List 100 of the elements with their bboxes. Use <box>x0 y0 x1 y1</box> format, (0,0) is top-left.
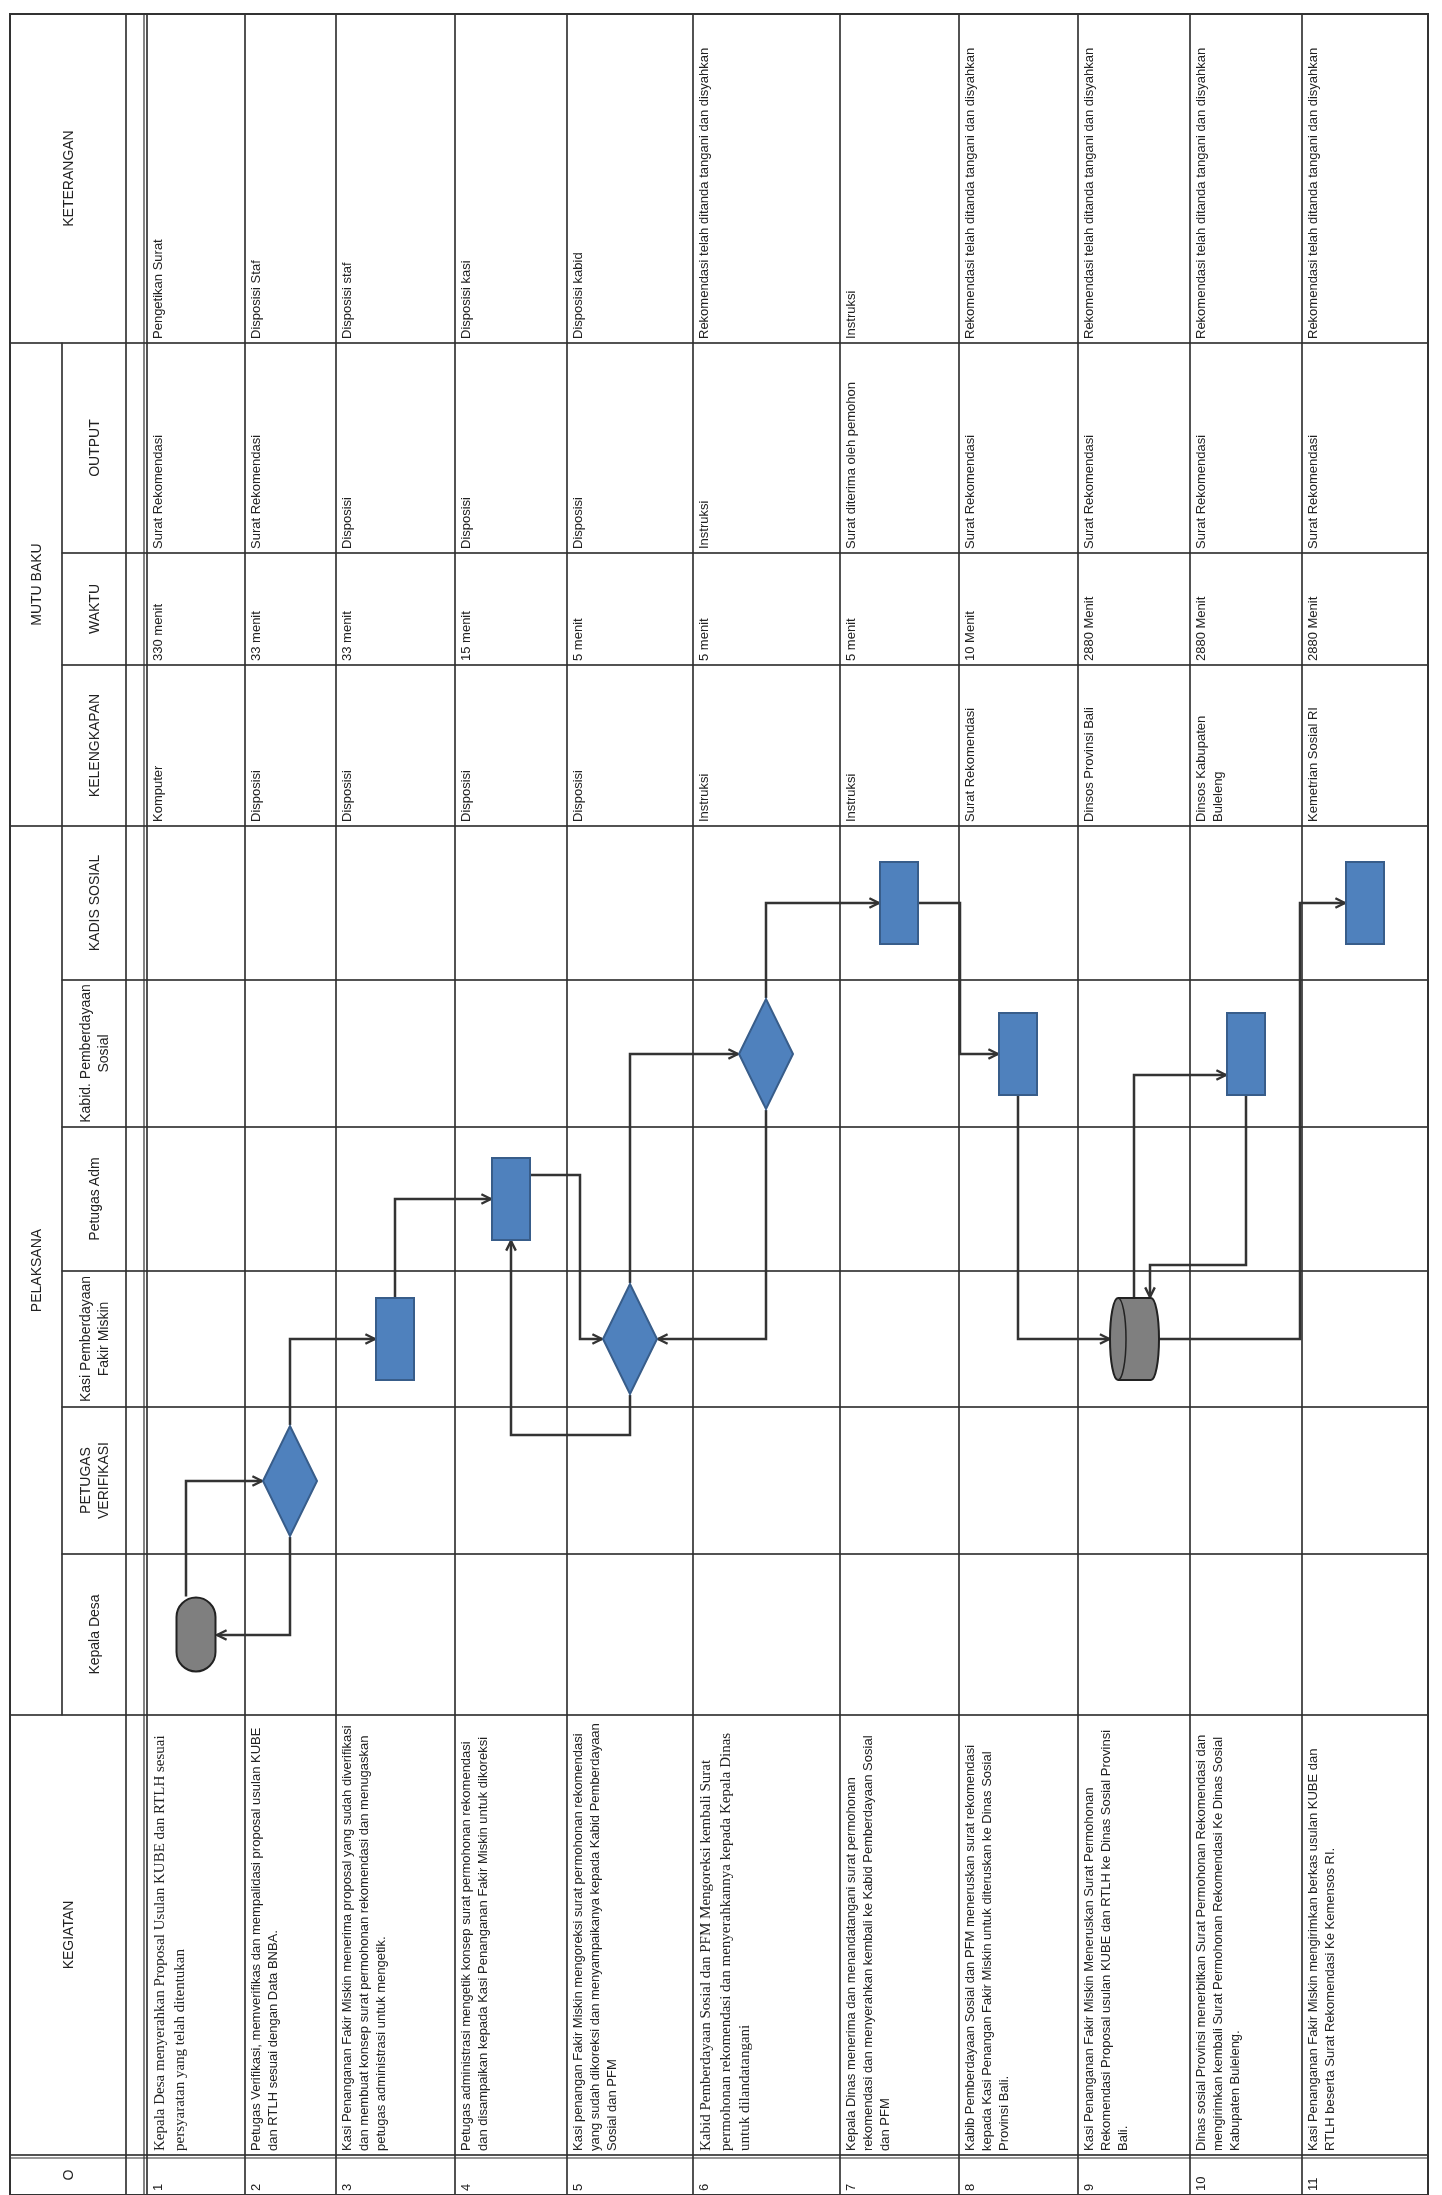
cell-text: 5 menit <box>570 618 585 661</box>
column-header: OUTPUT <box>84 419 103 477</box>
cell-text: Surat diterima oleh pemohon <box>843 382 858 549</box>
activity-text: Petugas administrasi mengetik konsep surat permohonan rekomendasi dan disampaikan kepada Kasi Penanganan Fakir Miskin untuk dikoreksi <box>458 1736 490 2151</box>
arrow <box>215 1537 292 1641</box>
activity-text: Kasi penangan Fakir Miskin mengoreksi surat permohonan rekomendasi yang sudah dikoreksi dan menyampaikanya kepada Kabid Pemberdayaan Sosial dan PFM <box>570 1723 619 2151</box>
cell-text: 33 menit <box>339 611 354 661</box>
arrow <box>393 1193 493 1297</box>
cell-text: Disposisi Staf <box>248 260 263 339</box>
cell-text: 5 menit <box>843 618 858 661</box>
cell-text: Dinsos Provinsi Bali <box>1081 707 1096 822</box>
arrow <box>1158 897 1347 1341</box>
column-header: Kabid. Pemberdayaan Sosial <box>75 984 112 1123</box>
cell-text: Komputer <box>150 765 165 822</box>
cell-text: Rekomendasi telah ditanda tangani dan disyahkan <box>962 47 977 339</box>
process-box <box>998 1012 1038 1096</box>
activity-text: Kasi Penanganan Fakir Miskin mengirimkan berkas usulan KUBE dan RTLH beserta Surat Rekomendasi Ke Kemensos RI. <box>1305 1748 1337 2151</box>
cell-text: Instruksi <box>696 500 711 549</box>
column-header: MUTU BAKU <box>26 543 45 626</box>
cell-text: 10 Menit <box>962 611 977 661</box>
arrow <box>531 1173 604 1345</box>
arrow <box>505 1239 632 1437</box>
cell-text: Disposisi kasi <box>458 260 473 339</box>
row-number: 6 <box>696 2183 711 2191</box>
process-box <box>879 861 919 945</box>
cell-text: Rekomendasi telah ditanda tangani dan disyahkan <box>696 47 711 339</box>
row-number: 9 <box>1081 2183 1096 2191</box>
cell-text: Disposisi <box>570 497 585 549</box>
cell-text: 2880 Menit <box>1305 596 1320 661</box>
decision-diamond <box>262 1425 318 1537</box>
process-box <box>375 1297 415 1381</box>
cell-text: Disposisi <box>570 770 585 822</box>
row-number: 3 <box>339 2183 354 2191</box>
row-number: 11 <box>1305 2177 1320 2191</box>
column-header: PELAKSANA <box>26 1228 45 1313</box>
arrow <box>1144 1096 1248 1299</box>
cell-text: Surat Rekomendasi <box>1305 434 1320 549</box>
decision-diamond <box>738 998 794 1110</box>
cell-text: 330 menit <box>150 603 165 661</box>
arrow <box>919 901 1000 1060</box>
column-header: KELENGKAPAN <box>84 693 103 798</box>
cell-text: Surat Rekomendasi <box>248 434 263 549</box>
arrow <box>184 1475 264 1597</box>
row-number: 8 <box>962 2183 977 2191</box>
activity-text: Kabib Pemberdayaan Sosial dan PFM meneruskan surat rekomendasi kepada Kasi Penangan Fakir Miskin untuk diteruskan ke Dinas Sosial Provinsi Bali. <box>962 1744 1011 2151</box>
activity-text: Petugas Verifikasi, memverifikas dan mempalidasi proposal usulan KUBE dan RTLH sesuai dengan Data BNBA. <box>248 1727 280 2151</box>
cell-text: 15 menit <box>458 611 473 661</box>
activity-text: Kepala Desa menyerahkan Proposal Usulan KUBE dan RTLH sesuai persyaratan yang telah ditentukan <box>151 1735 187 2151</box>
column-header: Kasi Pemberdayaan Fakir Miskin <box>75 1275 112 1403</box>
cell-text: 2880 Menit <box>1193 596 1208 661</box>
cell-text: 2880 Menit <box>1081 596 1096 661</box>
cell-text: Dinsos Kabupaten Buleleng <box>1193 715 1225 822</box>
column-header: KADIS SOSIAL <box>84 854 103 952</box>
row-number: 1 <box>150 2183 165 2191</box>
cell-text: Disposisi staf <box>339 262 354 339</box>
cell-text: Disposisi <box>458 770 473 822</box>
arrow <box>628 1048 740 1283</box>
activity-text: Dinas sosial Provinsi menerbitkan Surat Permohonan Rekomendasi dan mengirimkan kembali Surat Permohonan Rekomendasi Ke Dinas Sosial Kabupaten Buleleng. <box>1193 1734 1242 2151</box>
column-header: PETUGAS VERIFIKASI <box>75 1441 112 1521</box>
decision-diamond <box>602 1283 658 1395</box>
row-number: 10 <box>1193 2176 1208 2191</box>
row-number: 5 <box>570 2183 585 2191</box>
cell-text: Disposisi kabid <box>570 252 585 339</box>
arrow <box>656 1110 768 1345</box>
row-number: 4 <box>458 2183 473 2191</box>
cell-text: Surat Rekomendasi <box>150 434 165 549</box>
cell-text: Disposisi <box>248 770 263 822</box>
row-number: 7 <box>843 2183 858 2191</box>
cell-text: Surat Rekomendasi <box>1193 434 1208 549</box>
column-header: WAKTU <box>84 584 103 635</box>
column-header: KETERANGAN <box>58 130 77 227</box>
cell-text: 5 menit <box>696 618 711 661</box>
cell-text: Rekomendasi telah ditanda tangani dan disyahkan <box>1081 47 1096 339</box>
cell-text: Disposisi <box>339 770 354 822</box>
cell-text: 33 menit <box>248 611 263 661</box>
database-cylinder <box>1109 1297 1159 1381</box>
column-header: Kepala Desa <box>84 1594 103 1675</box>
cell-text: Rekomendasi telah ditanda tangani dan disyahkan <box>1193 47 1208 339</box>
process-box <box>1226 1012 1266 1096</box>
column-header: Petugas Adm <box>84 1157 103 1241</box>
cell-text: Instruksi <box>843 773 858 822</box>
row-number: 2 <box>248 2183 263 2191</box>
cell-text: Disposisi <box>458 497 473 549</box>
cell-text: Surat Rekomendasi <box>962 707 977 822</box>
arrow <box>764 897 881 998</box>
arrow <box>288 1333 377 1425</box>
process-box <box>1345 861 1385 945</box>
cell-text: Surat Rekomendasi <box>962 434 977 549</box>
activity-text: Kasi Penanganan Fakir Miskin menerima proposal yang sudah diverifikasi dan membuat konsep surat permohonan rekomendasi dan menugaskan petugas administrasi untuk mengetik. <box>339 1725 388 2151</box>
cell-text: Disposisi <box>339 497 354 549</box>
column-header: KEGIATAN <box>58 1900 77 1970</box>
cell-text: Rekomendasi telah ditanda tangani dan disyahkan <box>1305 47 1320 339</box>
process-box <box>491 1157 531 1241</box>
arrow <box>1132 1069 1228 1297</box>
activity-text: Kasi Penanganan Fakir Miskin Meneruskan Surat Permohonan Rekomendasi Proposal usulan KUBE dan RTLH ke Dinas Sosial Provinsi Bali. <box>1081 1729 1130 2151</box>
cell-text: Surat Rekomendasi <box>1081 434 1096 549</box>
cell-text: Instruksi <box>843 290 858 339</box>
cell-text: Pengetikan Surat <box>150 239 165 339</box>
activity-text: Kepala Dinas menerima dan menandatangani surat permohonan rekomendasi dan menyerahkan kembali ke Kabid Pemberdayaan Sosial dan PFM <box>843 1735 892 2151</box>
cell-text: Kemetrian Sosial RI <box>1305 707 1320 822</box>
